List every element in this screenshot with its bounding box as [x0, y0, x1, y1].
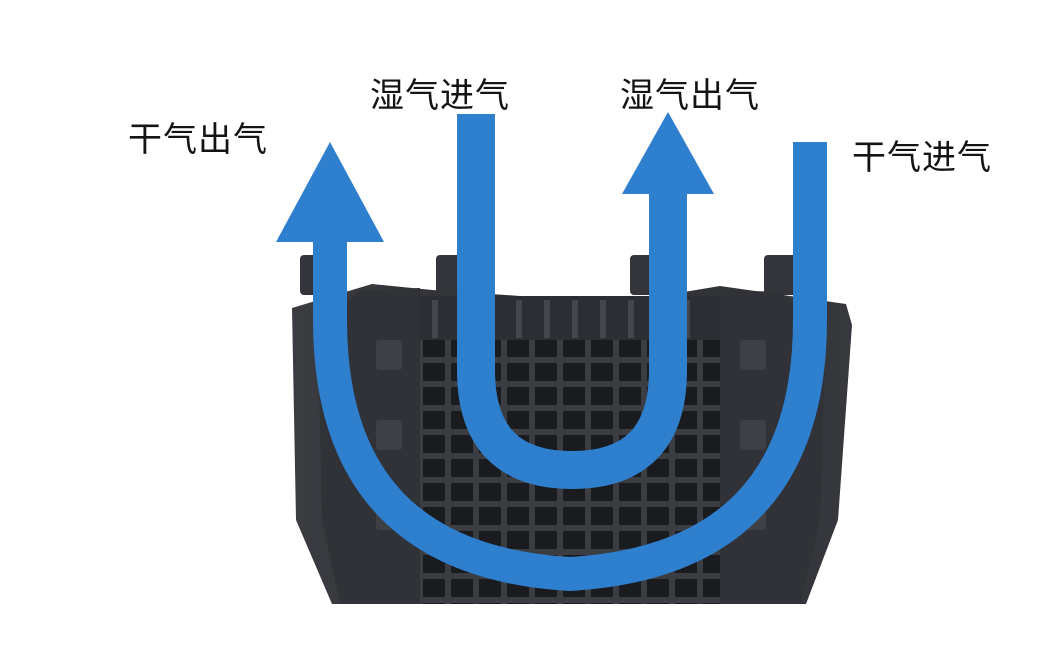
wet-air-flow-path: [457, 114, 687, 489]
wet-air-out-label: 湿气出气: [620, 76, 760, 116]
dry-air-out-label: 干气出气: [128, 120, 268, 160]
wet-air-flow-arrow: [457, 112, 714, 489]
dry-air-flow-path: [313, 142, 827, 591]
dry-air-out-arrowhead: [276, 142, 384, 242]
dry-air-in-label: 干气进气: [852, 138, 992, 178]
wet-air-in-label: 湿气进气: [370, 76, 510, 116]
wet-air-out-arrowhead: [622, 112, 714, 194]
humidifier-device: [292, 255, 852, 604]
dry-air-flow-arrow: [276, 142, 827, 591]
